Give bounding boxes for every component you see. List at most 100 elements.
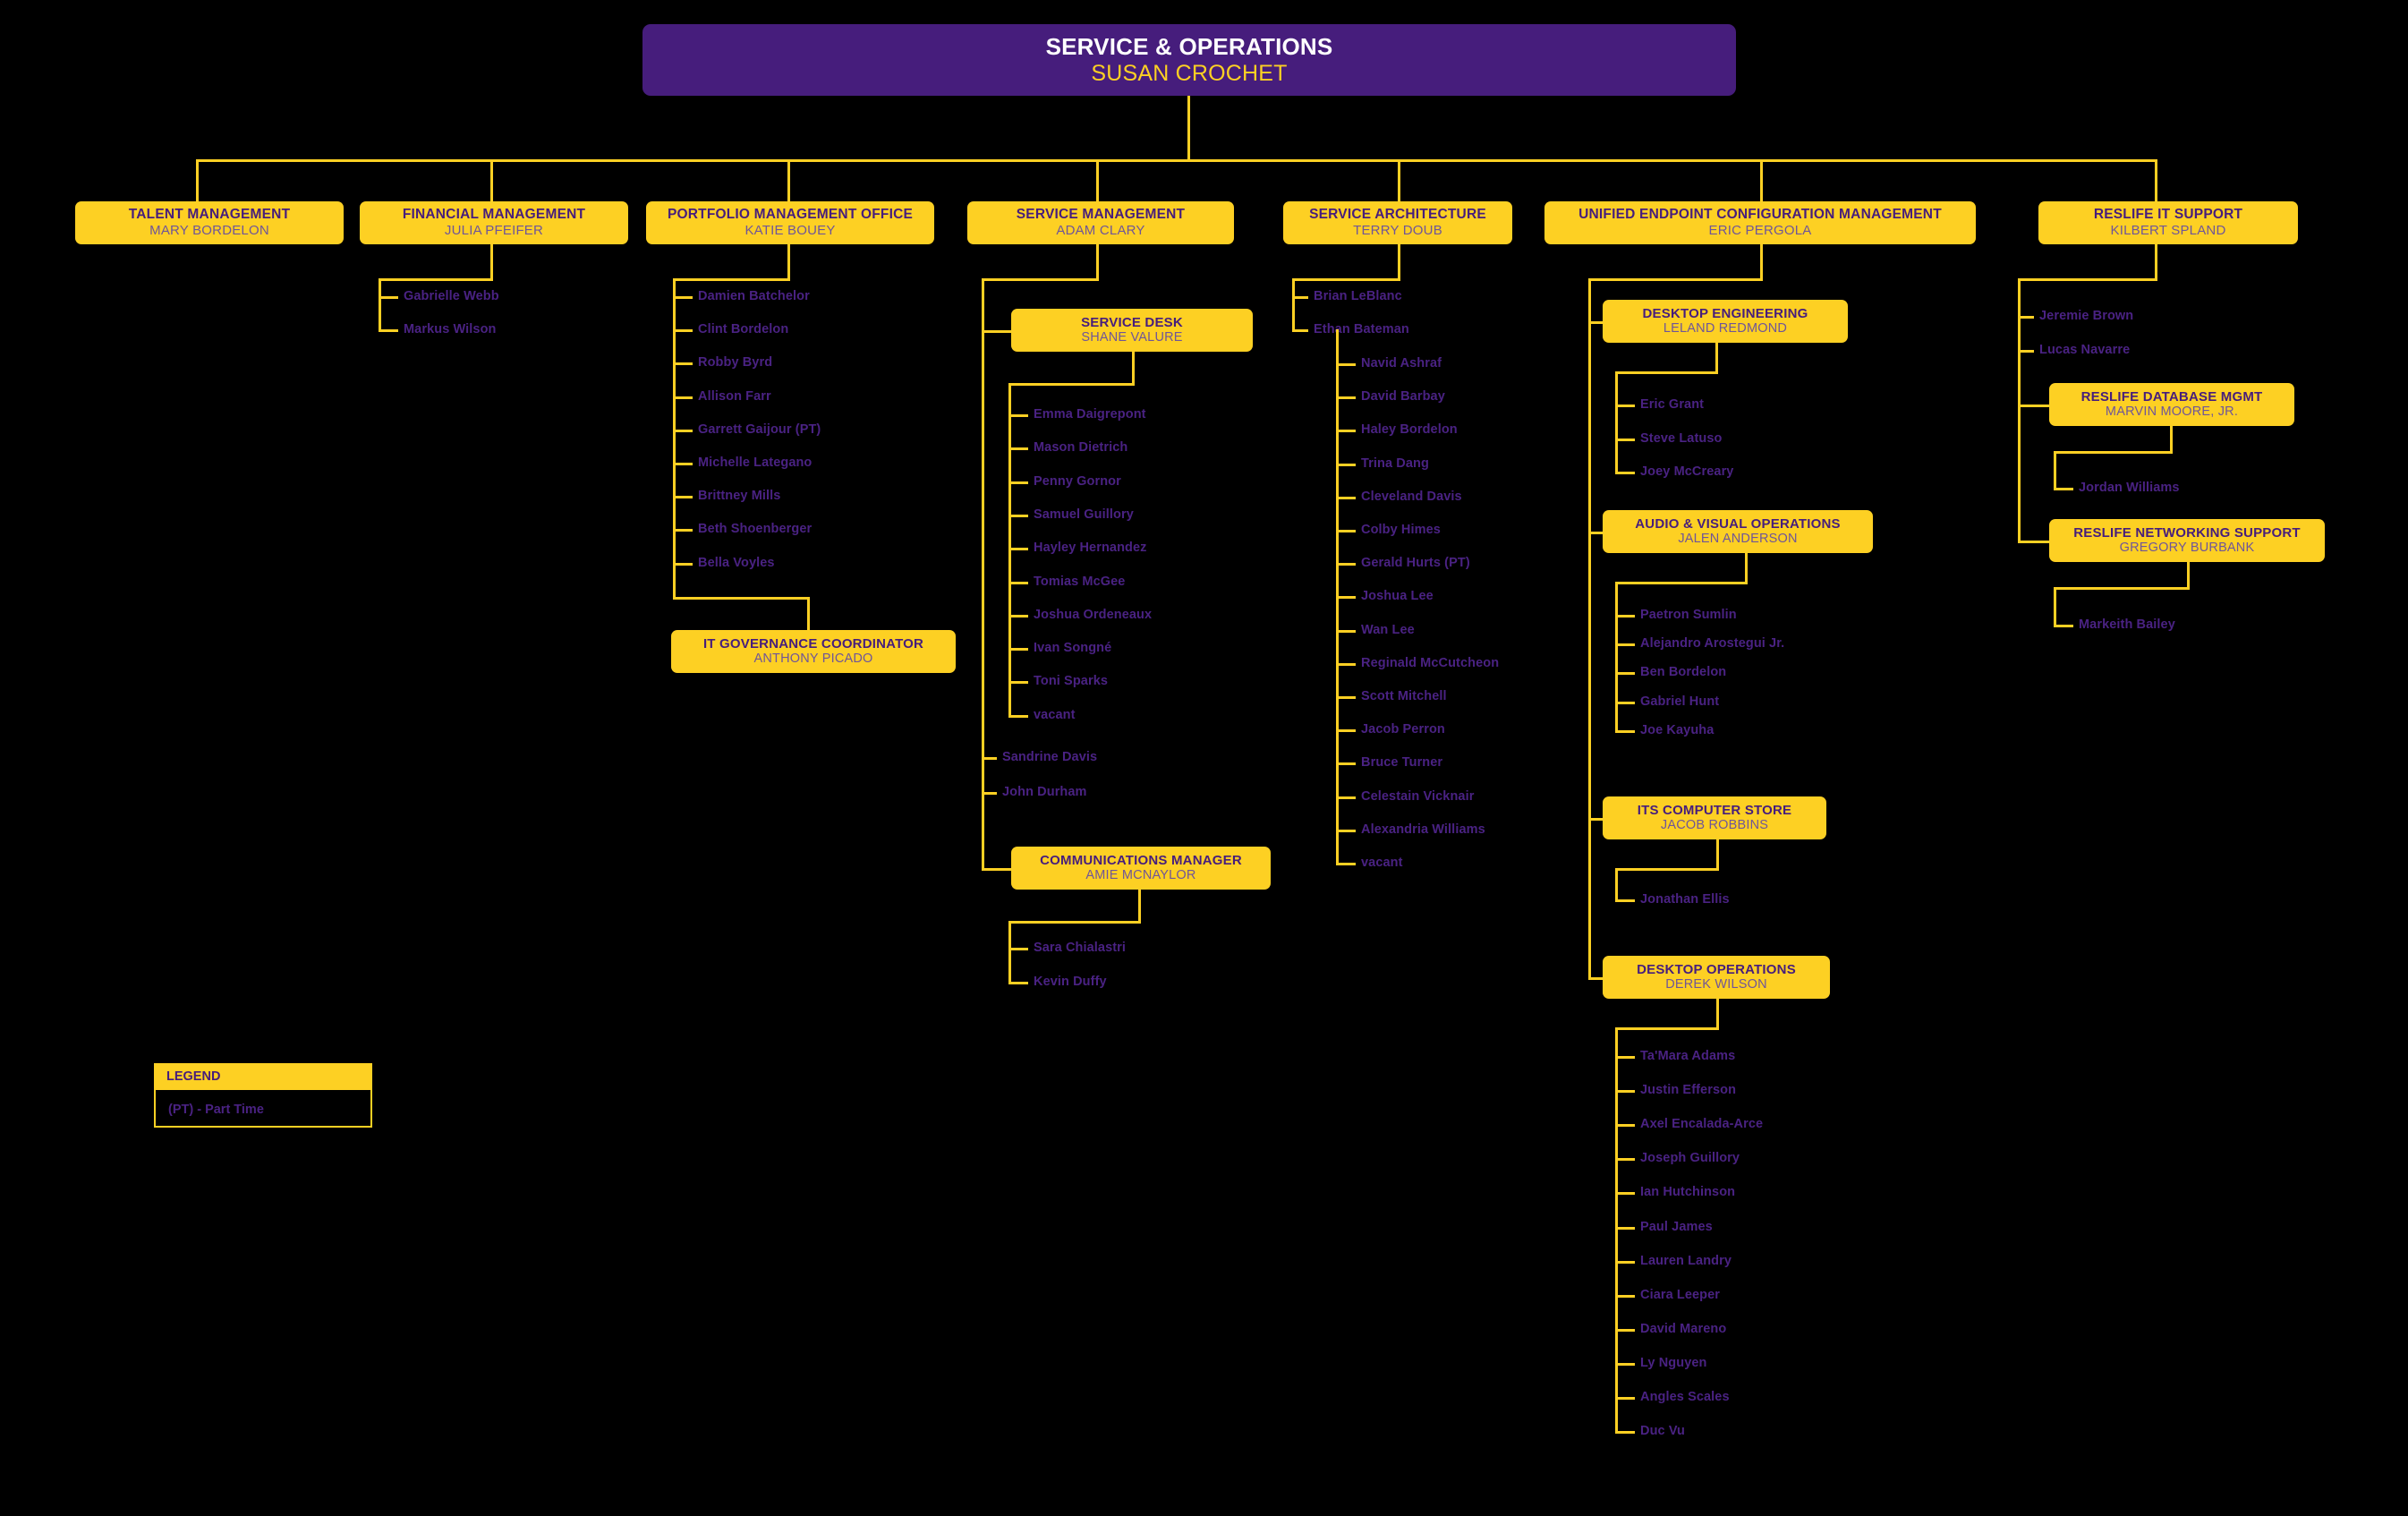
staff-name[interactable]: Angles Scales [1640, 1390, 1730, 1404]
staff-name[interactable]: Ian Hutchinson [1640, 1185, 1736, 1200]
staff-name[interactable]: Tomias McGee [1034, 574, 1126, 589]
staff-name[interactable]: Mason Dietrich [1034, 440, 1128, 456]
staff-connector [673, 496, 693, 499]
staff-name[interactable]: Jordan Williams [2079, 481, 2180, 495]
staff-name[interactable]: Wan Lee [1361, 622, 1415, 637]
dept-drop [787, 244, 790, 278]
node-service & operations[interactable]: SERVICE & OPERATIONSSUSAN CROCHET [642, 24, 1736, 96]
staff-name[interactable]: Penny Gornor [1034, 473, 1121, 489]
dept-drop [2155, 244, 2157, 278]
staff-name[interactable]: vacant [1034, 707, 1076, 722]
staff-name[interactable]: Gerald Hurts (PT) [1361, 556, 1470, 571]
staff-name[interactable]: Haley Bordelon [1361, 422, 1458, 438]
staff-name[interactable]: Celestain Vicknair [1361, 788, 1475, 804]
staff-name[interactable]: Duc Vu [1640, 1424, 1686, 1439]
staff-name[interactable]: Scott Mitchell [1361, 689, 1447, 703]
staff-name[interactable]: Ivan Songné [1034, 641, 1112, 656]
staff-name[interactable]: John Durham [1002, 785, 1087, 799]
staff-name[interactable]: Brian LeBlanc [1314, 289, 1402, 303]
staff-name[interactable]: Samuel Guillory [1034, 507, 1134, 522]
staff-name[interactable]: Hayley Hernandez [1034, 541, 1147, 556]
staff-name[interactable]: Allison Farr [698, 388, 771, 404]
dept-drop [490, 244, 493, 278]
staff-trunk [1008, 921, 1011, 982]
staff-name[interactable]: Alejandro Arostegui Jr. [1640, 636, 1785, 652]
staff-name[interactable]: Joey McCreary [1640, 464, 1734, 479]
staff-name[interactable]: Cleveland Davis [1361, 489, 1462, 504]
staff-name[interactable]: Steve Latuso [1640, 430, 1723, 446]
staff-name[interactable]: Damien Batchelor [698, 289, 810, 303]
staff-name[interactable]: Gabrielle Webb [404, 289, 499, 303]
staff-name[interactable]: Ethan Bateman [1314, 322, 1409, 336]
staff-name[interactable]: Ly Nguyen [1640, 1355, 1707, 1370]
staff-name[interactable]: Toni Sparks [1034, 674, 1109, 689]
staff-name[interactable]: Lauren Landry [1640, 1253, 1732, 1268]
staff-connector [1615, 1294, 1635, 1298]
staff-name[interactable]: David Mareno [1640, 1321, 1727, 1336]
staff-name[interactable]: Trina Dang [1361, 456, 1429, 471]
staff-name[interactable]: Gabriel Hunt [1640, 694, 1720, 709]
staff-name[interactable]: Markeith Bailey [2079, 617, 2175, 632]
staff-name[interactable]: Colby Himes [1361, 523, 1441, 537]
staff-name[interactable]: Joshua Ordeneaux [1034, 607, 1153, 622]
staff-name[interactable]: Brittney Mills [698, 489, 781, 504]
staff-name[interactable]: Eric Grant [1640, 397, 1705, 412]
staff-name[interactable]: Justin Efferson [1640, 1083, 1737, 1098]
staff-connector [1615, 1260, 1635, 1264]
dept-stem [1398, 159, 1400, 201]
staff-name[interactable]: Jeremie Brown [2039, 309, 2134, 323]
staff-name[interactable]: Kevin Duffy [1034, 975, 1107, 989]
staff-name[interactable]: Reginald McCutcheon [1361, 655, 1500, 670]
staff-name[interactable]: Lucas Navarre [2039, 343, 2131, 357]
staff-connector [673, 429, 693, 432]
staff-name[interactable]: Joshua Lee [1361, 589, 1434, 604]
staff-name[interactable]: Bella Voyles [698, 555, 775, 570]
staff-name[interactable]: Alexandria Williams [1361, 822, 1485, 837]
staff-name[interactable]: Markus Wilson [404, 322, 497, 336]
staff-connector [1615, 1362, 1635, 1366]
staff-connector [1615, 1397, 1635, 1400]
staff-name[interactable]: Clint Bordelon [698, 322, 789, 337]
staff-name[interactable]: Ta'Mara Adams [1640, 1049, 1736, 1063]
staff-name[interactable]: Garrett Gaijour (PT) [698, 422, 821, 437]
staff-name[interactable]: Sara Chialastri [1034, 941, 1127, 955]
staff-name[interactable]: Ben Bordelon [1640, 665, 1727, 680]
staff-name[interactable]: Paul James [1640, 1219, 1713, 1234]
staff-name[interactable]: David Barbay [1361, 389, 1445, 405]
node-unified-endpoint-configuration-management[interactable]: UNIFIED ENDPOINT CONFIGURATION MANAGEMEN… [1544, 201, 1976, 244]
staff-name[interactable]: Beth Shoenberger [698, 522, 813, 537]
staff-name[interactable]: Axel Encalada-Arce [1640, 1117, 1764, 1132]
staff-name[interactable]: Paetron Sumlin [1640, 608, 1737, 622]
cm-elbow [1008, 921, 1141, 924]
staff-name[interactable]: Ciara Leeper [1640, 1287, 1721, 1302]
staff-name[interactable]: Jonathan Ellis [1640, 892, 1730, 907]
staff-name[interactable]: Joseph Guillory [1640, 1151, 1740, 1166]
staff-trunk [1008, 383, 1011, 715]
staff-name[interactable]: Michelle Lategano [698, 456, 813, 470]
staff-name[interactable]: Emma Daigrepont [1034, 407, 1146, 422]
staff-connector [1615, 1124, 1635, 1128]
staff-name[interactable]: Joe Kayuha [1640, 722, 1715, 737]
node-manager-name: ANTHONY PICADO [753, 652, 873, 667]
staff-name[interactable]: Sandrine Davis [1002, 750, 1098, 764]
staff-name[interactable]: vacant [1361, 856, 1403, 870]
staff-name[interactable]: Jacob Perron [1361, 722, 1445, 737]
staff-name[interactable]: Robby Byrd [698, 355, 773, 370]
staff-name[interactable]: Navid Ashraf [1361, 356, 1442, 370]
staff-name[interactable]: Bruce Turner [1361, 755, 1443, 771]
